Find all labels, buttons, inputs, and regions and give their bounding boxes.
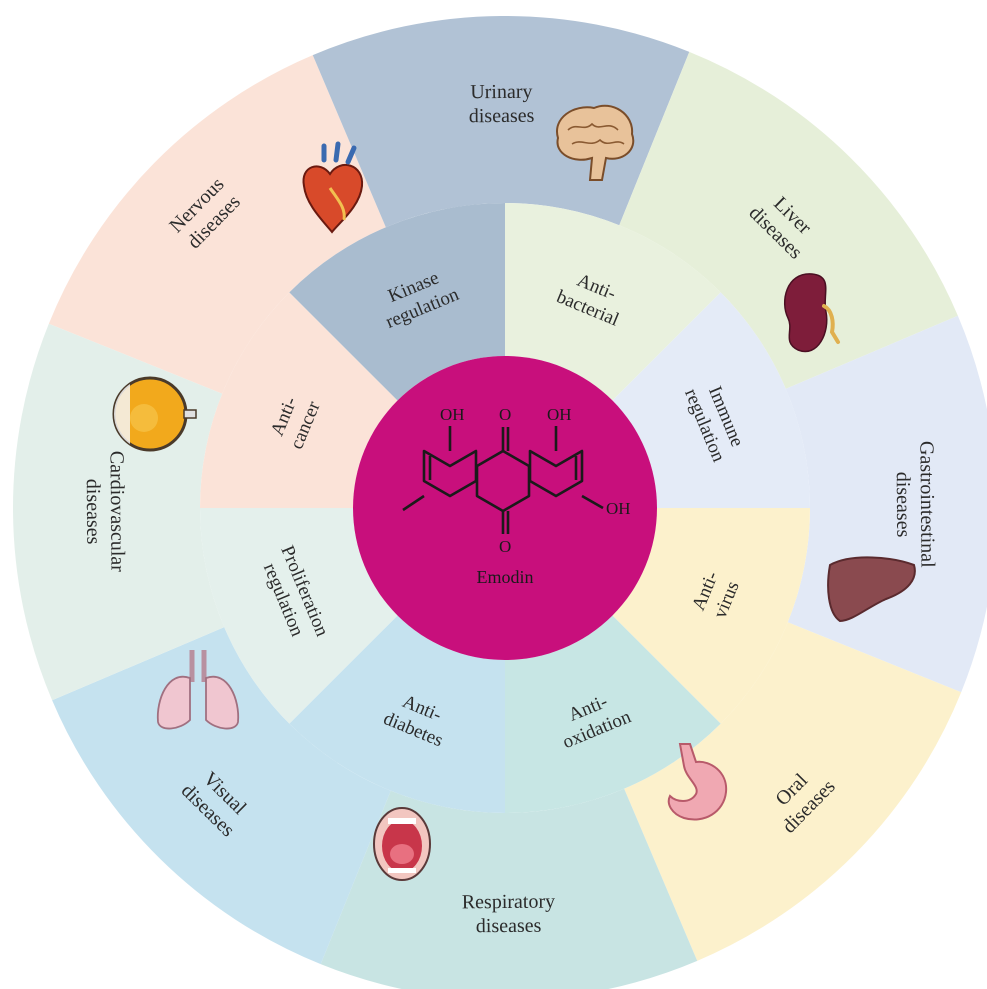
inner-segment-0 [505, 203, 721, 401]
outer-segment-nervous [48, 55, 386, 394]
center-circle [353, 356, 657, 660]
outer-label-gastrointestinal-line-0: Gastrointestinal [915, 441, 938, 568]
stomach-icon [667, 743, 728, 821]
oh-top-right: OH [547, 405, 572, 424]
carbonyl-bottom: O [499, 537, 511, 556]
liver-icon [827, 556, 916, 623]
inner-segment-2 [612, 508, 810, 724]
inner-segment-3 [505, 615, 721, 813]
inner-segment-7 [289, 203, 505, 401]
outer-label-urinary-line-1: diseases [469, 105, 535, 128]
inner-segment-5 [200, 508, 398, 724]
outer-label-cardiovascular-line-1: diseases [82, 479, 105, 545]
outer-label-cardiovascular: Cardiovasculardiseases [81, 451, 128, 573]
outer-label-cardiovascular-line-0: Cardiovascular [105, 451, 128, 573]
eye-icon [112, 376, 197, 452]
outer-segment-liver [619, 51, 958, 389]
inner-segment-1 [612, 292, 810, 508]
heart-icon [302, 141, 364, 234]
center-label: Emodin [477, 567, 534, 587]
outer-segment-oral [624, 622, 962, 961]
inner-segment-6 [200, 292, 398, 508]
emodin-structure [402, 426, 604, 534]
oh-right: OH [606, 499, 631, 518]
mouth-icon [373, 807, 431, 881]
lungs-icon [156, 650, 240, 730]
kidney-icon [784, 273, 840, 353]
outer-label-respiratory-line-1: diseases [476, 915, 542, 938]
outer-label-gastrointestinal-line-1: diseases [892, 472, 915, 538]
oh-top-left: OH [440, 405, 465, 424]
inner-ring [200, 203, 810, 813]
outer-label-respiratory-line-0: Respiratory [462, 891, 556, 914]
brain-icon [556, 104, 635, 181]
outer-segment-visual [52, 627, 391, 965]
inner-segment-4 [289, 615, 505, 813]
outer-label-gastrointestinal: Gastrointestinaldiseases [891, 441, 938, 568]
outer-label-urinary-line-0: Urinary [470, 81, 532, 104]
carbonyl-top: O [499, 405, 511, 424]
